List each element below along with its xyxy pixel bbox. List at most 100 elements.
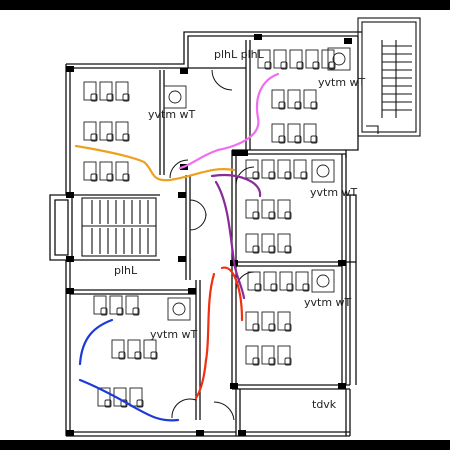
walls (49, 31, 362, 437)
desk (287, 123, 301, 143)
chair (286, 283, 294, 292)
label-lower-left-room: yvtm wT (150, 328, 198, 341)
chair (296, 61, 304, 70)
desk (295, 271, 309, 291)
desk (277, 233, 291, 253)
chair (294, 135, 302, 144)
chair (264, 61, 272, 70)
desk (261, 159, 275, 179)
chair (252, 357, 260, 366)
chair (122, 133, 130, 142)
desk (115, 81, 129, 101)
chair (312, 61, 320, 70)
desk (83, 121, 97, 141)
label-top-corridor: plhL plhL (214, 48, 265, 61)
chair (252, 211, 260, 220)
desk (125, 295, 139, 315)
desk (289, 49, 303, 69)
desk (97, 387, 111, 407)
chair (268, 211, 276, 220)
desk (111, 339, 125, 359)
chair (284, 357, 292, 366)
top-frame-bar (0, 0, 450, 10)
desk (127, 339, 141, 359)
instructor-desk (167, 297, 191, 321)
chair (118, 351, 126, 360)
instructor-desk (311, 159, 335, 183)
desk (263, 271, 277, 291)
desk (99, 81, 113, 101)
desk (83, 161, 97, 181)
chair (136, 399, 144, 408)
chair (90, 133, 98, 142)
chair (122, 173, 130, 182)
desk (247, 271, 261, 291)
chair (278, 135, 286, 144)
desk (245, 199, 259, 219)
desk (261, 311, 275, 331)
desk (277, 345, 291, 365)
chair (106, 93, 114, 102)
desk (245, 311, 259, 331)
chair (268, 245, 276, 254)
chair (252, 245, 260, 254)
instructor-desk (163, 85, 187, 109)
desk (245, 159, 259, 179)
label-mid-right-room: yvtm wT (310, 186, 358, 199)
desk (261, 199, 275, 219)
desk (99, 161, 113, 181)
chair (268, 323, 276, 332)
route-purple (210, 174, 262, 300)
chair (90, 173, 98, 182)
chair (268, 171, 276, 180)
routes (74, 72, 280, 422)
chair (100, 307, 108, 316)
desk (287, 89, 301, 109)
chair (90, 93, 98, 102)
desk (277, 159, 291, 179)
instructor-chair (316, 164, 330, 178)
desk (109, 295, 123, 315)
label-upper-left-room: yvtm wT (148, 108, 196, 121)
desk (279, 271, 293, 291)
chair (122, 93, 130, 102)
desk (143, 339, 157, 359)
chair (106, 173, 114, 182)
desk (261, 345, 275, 365)
desk (93, 295, 107, 315)
desk (273, 49, 287, 69)
desk (245, 345, 259, 365)
desk (277, 311, 291, 331)
chair (280, 61, 288, 70)
label-top-right-room: yvtm wT (318, 76, 366, 89)
desk (245, 233, 259, 253)
chair (254, 283, 262, 292)
chair (310, 101, 318, 110)
desk (305, 49, 319, 69)
instructor-chair (316, 274, 330, 288)
room-labels: plhL plhL yvtm wT yvtm wT yvtm wT plhL y… (114, 48, 366, 411)
chair (300, 171, 308, 180)
chair (106, 133, 114, 142)
chair (310, 135, 318, 144)
staircase-center (81, 197, 157, 257)
chair (278, 101, 286, 110)
route-red (194, 266, 244, 400)
desk (277, 199, 291, 219)
instructor-chair (332, 52, 346, 66)
chair (294, 101, 302, 110)
route-orange (74, 144, 236, 182)
staircase-top-right (357, 17, 421, 137)
label-lower-right-room: yvtm wT (304, 296, 352, 309)
chair (134, 351, 142, 360)
chair (252, 323, 260, 332)
desk (271, 123, 285, 143)
desk (115, 161, 129, 181)
chair (284, 171, 292, 180)
route-magenta (178, 72, 280, 170)
route-blue (78, 318, 180, 422)
desk (303, 123, 317, 143)
bottom-frame-bar (0, 440, 450, 450)
